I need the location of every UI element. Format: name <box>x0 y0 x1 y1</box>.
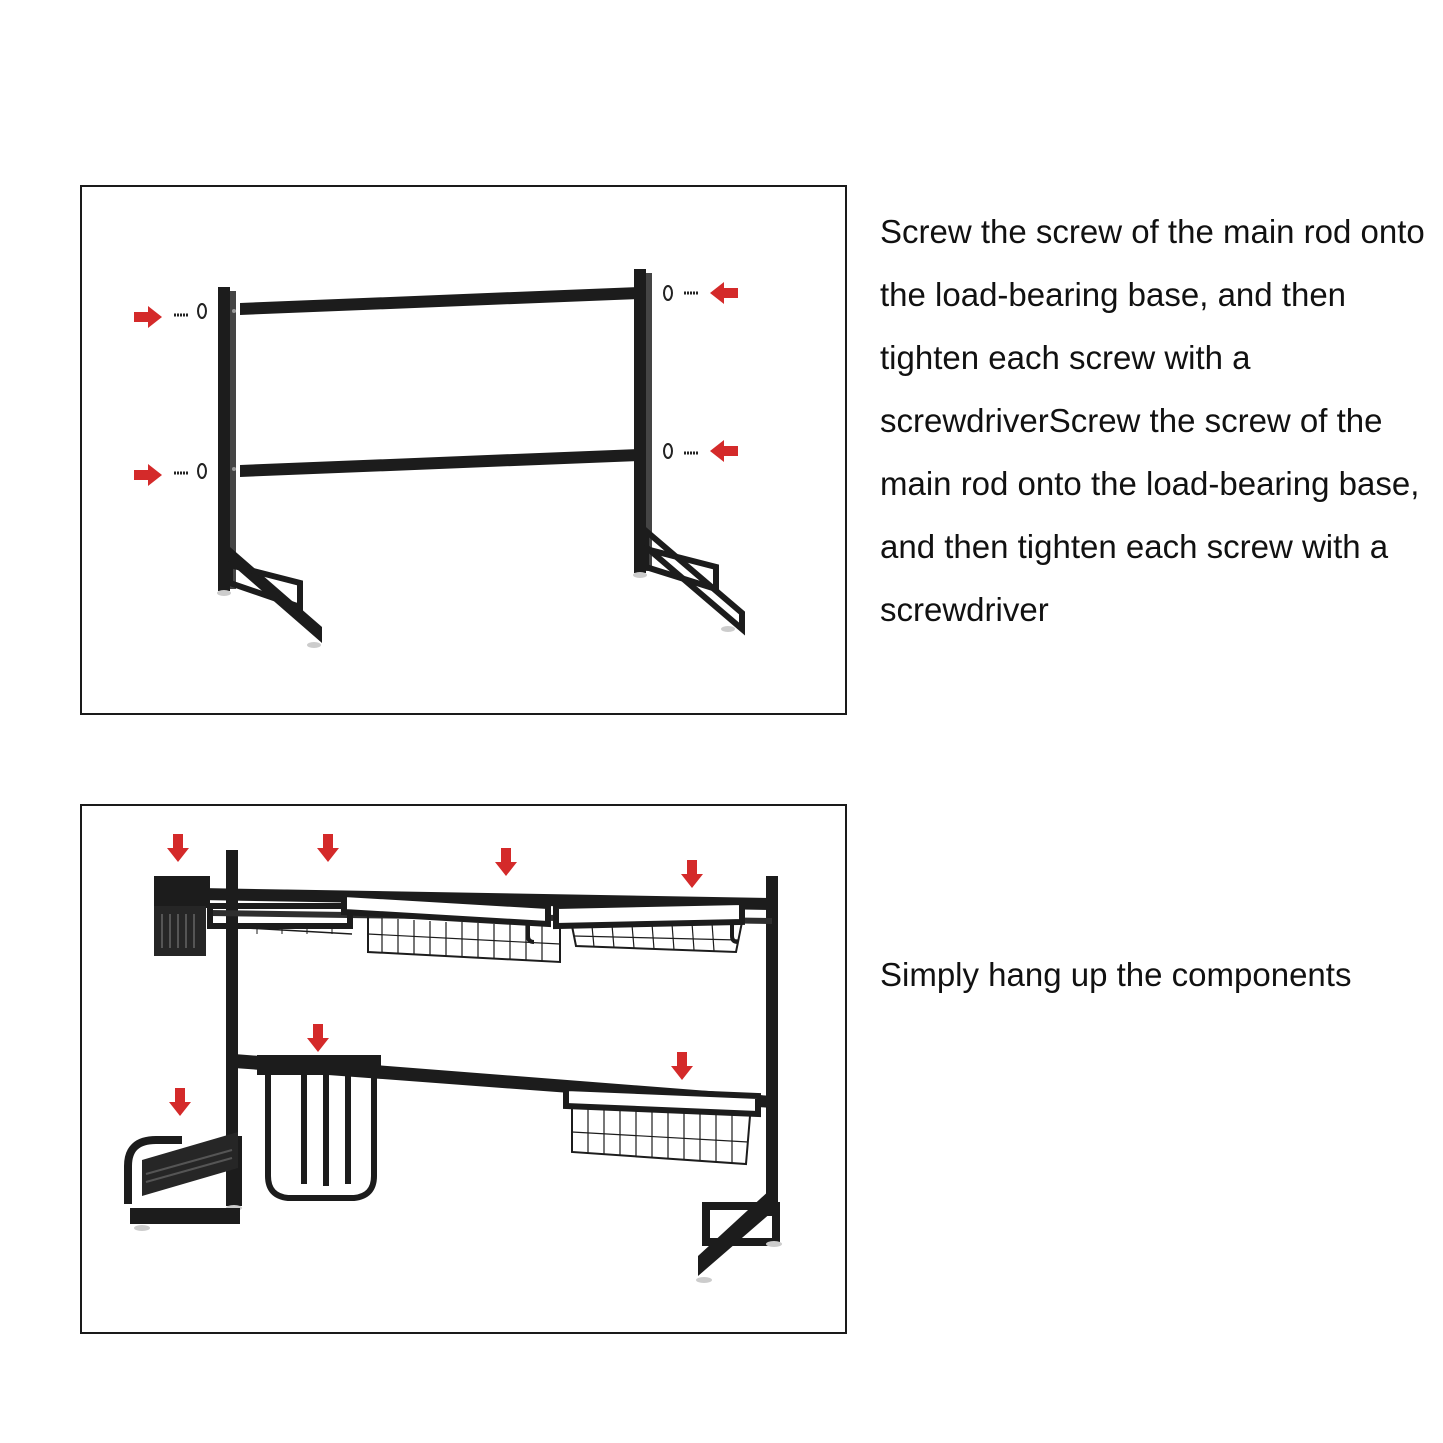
screw-bottom-left <box>174 463 236 479</box>
right-post <box>696 876 782 1283</box>
step-2-illustration-frame <box>80 804 847 1334</box>
frame-assembly-illustration <box>134 269 745 648</box>
step-2-caption: Simply hang up the components <box>880 956 1352 993</box>
lower-crossbar <box>240 449 638 477</box>
arrow-icon <box>681 860 703 888</box>
arrow-icon <box>710 440 738 462</box>
arrow-icon <box>167 834 189 862</box>
step-1-illustration-frame <box>80 185 847 715</box>
lower-basket <box>563 1084 761 1166</box>
upper-crossbar <box>240 287 638 315</box>
arrow-icon <box>134 464 162 486</box>
components-hanging-illustration <box>124 834 782 1283</box>
top-basket-middle <box>341 890 561 964</box>
cutting-board-holder <box>257 1055 381 1201</box>
arrow-icon <box>710 282 738 304</box>
top-basket-right <box>526 898 745 954</box>
lid-holder <box>124 1132 240 1231</box>
screw-top-right <box>663 285 698 301</box>
screw-top-left <box>174 303 236 319</box>
right-post <box>633 269 745 636</box>
arrow-icon <box>307 1024 329 1052</box>
left-post <box>217 287 322 648</box>
arrow-icon <box>169 1088 191 1116</box>
arrow-icon <box>671 1052 693 1080</box>
utensil-holder <box>154 876 210 956</box>
arrow-icon <box>134 306 162 328</box>
step-1-caption: Screw the screw of the main rod onto the… <box>880 213 1425 628</box>
arrow-icon <box>495 848 517 876</box>
top-basket-left <box>207 903 353 935</box>
arrow-icon <box>317 834 339 862</box>
screw-bottom-right <box>663 443 698 459</box>
